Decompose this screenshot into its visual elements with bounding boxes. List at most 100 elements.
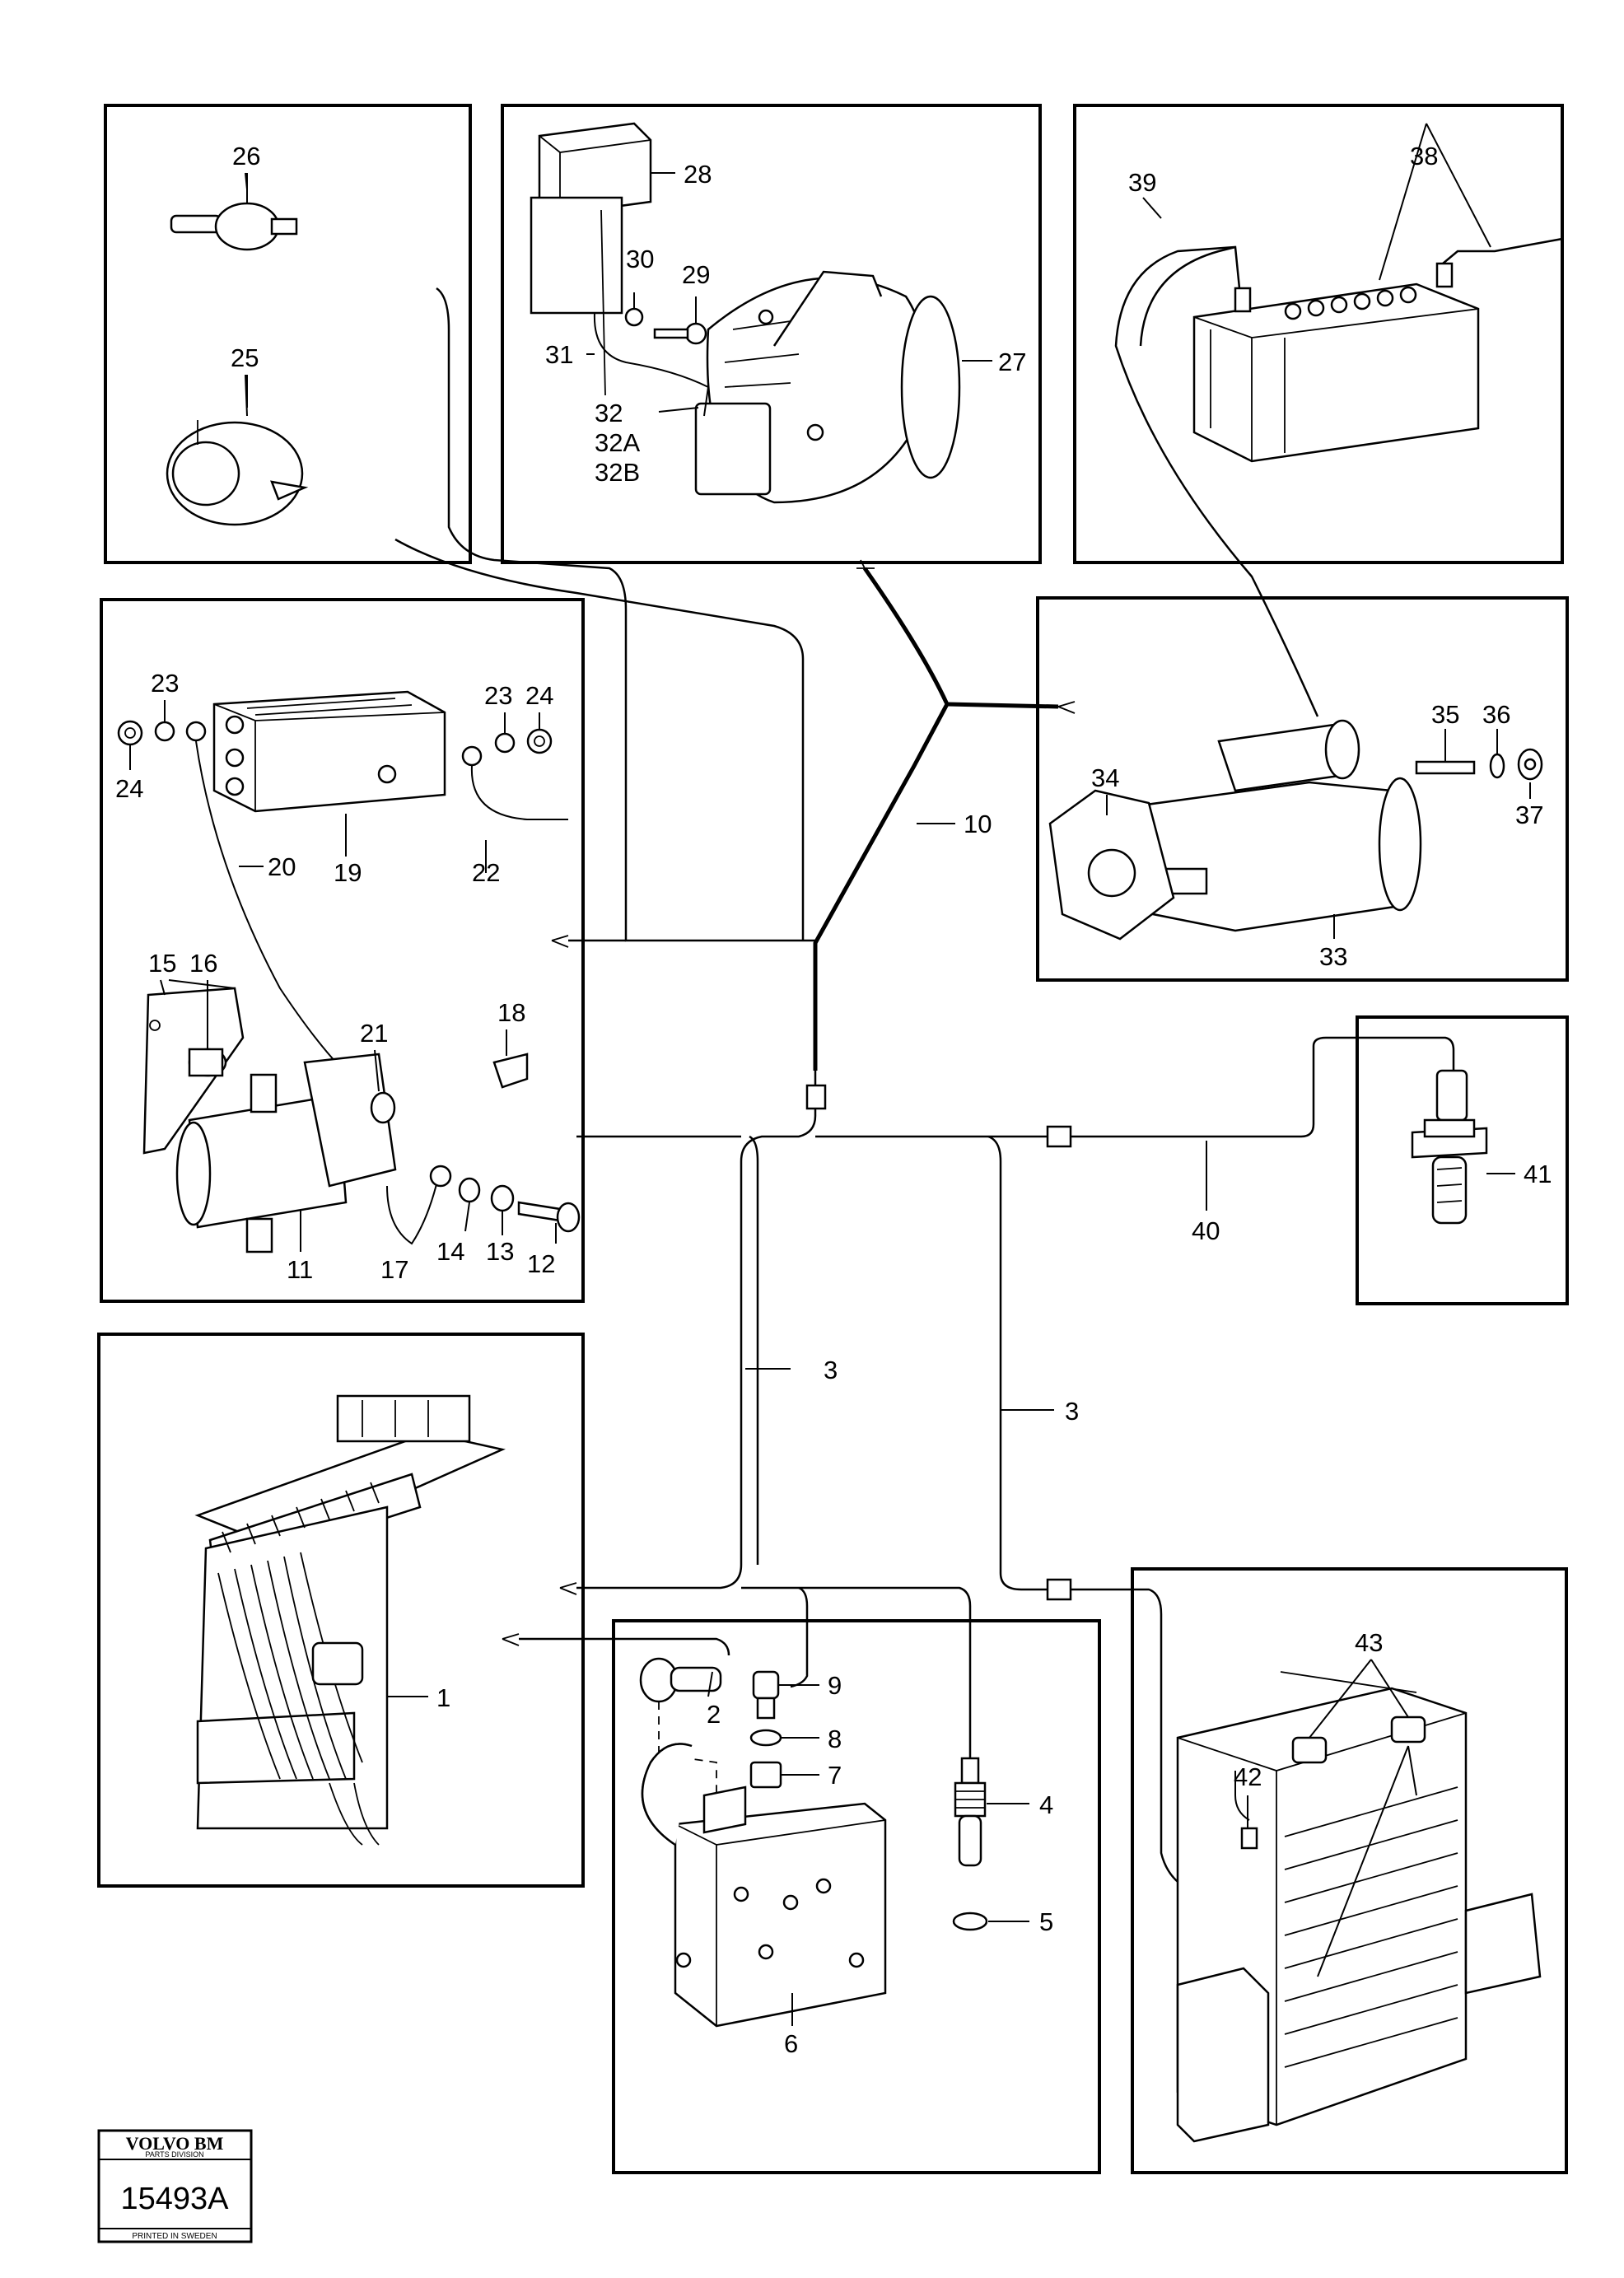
washer-5 <box>952 1912 988 1931</box>
callout-24: 24 <box>525 681 553 710</box>
washer-23-right <box>494 732 516 754</box>
callout-1: 1 <box>436 1683 450 1712</box>
stop-solenoid-2 <box>639 1657 722 1795</box>
callout-3: 3 <box>1065 1397 1079 1426</box>
callout-7: 7 <box>828 1761 842 1790</box>
frame-radiator <box>1131 1567 1568 2174</box>
regulator-28 <box>530 122 652 396</box>
callout-13: 13 <box>486 1237 514 1266</box>
callout-15: 15 <box>148 949 176 978</box>
frame-injection-pump <box>612 1619 1101 2174</box>
fuse-box-1 <box>194 1394 506 1846</box>
callout-5: 5 <box>1039 1907 1053 1936</box>
callout-16: 16 <box>189 949 217 978</box>
callout-10: 10 <box>964 810 992 838</box>
callout-25: 25 <box>231 343 259 372</box>
callout-36: 36 <box>1482 700 1510 729</box>
callout-22: 22 <box>472 858 500 887</box>
stamp-brand: VOLVO BM <box>126 2133 224 2154</box>
nut-37 <box>1517 748 1543 781</box>
cable-22 <box>470 765 568 820</box>
bolt-29 <box>653 322 707 345</box>
solenoid-11 <box>175 1053 397 1253</box>
callout-38: 38 <box>1410 142 1438 170</box>
callout-26: 26 <box>232 142 260 170</box>
callout-21: 21 <box>360 1019 388 1048</box>
volvo-bm-stamp: VOLVO BM PARTS DIVISION 15493A PRINTED I… <box>97 2129 253 2243</box>
horn-25 <box>166 420 309 526</box>
battery-cable-39 <box>1114 245 1319 717</box>
frame-temp-sender <box>1356 1015 1569 1305</box>
horn-button-26 <box>170 189 298 251</box>
cable-lug-22 <box>461 745 483 767</box>
callout-11: 11 <box>287 1255 313 1284</box>
cable-lug-20 <box>185 721 207 742</box>
cable-17 <box>386 1177 439 1245</box>
nut-24-left <box>117 720 143 746</box>
frame-horn <box>104 104 472 564</box>
callout-29: 29 <box>682 260 710 289</box>
connector <box>1046 1125 1072 1148</box>
alternator-27 <box>694 270 961 504</box>
work-light-43-right <box>1390 1716 1426 1744</box>
callout-32a: 32A <box>595 428 640 457</box>
stamp-printed: PRINTED IN SWEDEN <box>132 2232 217 2241</box>
injection-pump-6 <box>641 1743 887 2028</box>
callout-20: 20 <box>268 852 296 881</box>
callout-3: 3 <box>824 1356 838 1384</box>
frame-starter <box>1036 596 1569 982</box>
callout-8: 8 <box>828 1725 842 1753</box>
callout-33: 33 <box>1319 942 1347 971</box>
callout-12: 12 <box>527 1249 555 1278</box>
callout-42: 42 <box>1234 1762 1262 1791</box>
stamp-division: PARTS DIVISION <box>145 2150 203 2159</box>
callout-34: 34 <box>1091 763 1119 792</box>
callout-31: 31 <box>545 340 573 369</box>
callout-19: 19 <box>334 858 362 887</box>
terminal-cap-18 <box>492 1053 529 1089</box>
mounting-flange-34 <box>1048 789 1175 941</box>
callout-14: 14 <box>436 1237 464 1266</box>
lug-17 <box>429 1165 452 1188</box>
radiator-grille <box>1176 1671 1542 2143</box>
stamp-number: 15493A <box>120 2182 229 2216</box>
nut-7 <box>749 1761 782 1789</box>
washer-30 <box>624 307 644 327</box>
battery-38 <box>1192 262 1480 463</box>
nut-24-right <box>526 728 553 754</box>
stud-35 <box>1415 760 1476 775</box>
washer-36 <box>1489 753 1505 779</box>
callout-28: 28 <box>684 160 712 189</box>
callout-23: 23 <box>484 681 512 710</box>
callout-40: 40 <box>1192 1216 1220 1245</box>
wiring-harness <box>394 287 1455 1900</box>
callout-32: 32 <box>595 399 623 427</box>
glow-relay-19 <box>212 690 446 813</box>
washer-8 <box>749 1729 782 1747</box>
callout-labels: 1 2 3 3 4 5 6 7 8 9 10 11 12 13 14 15 16… <box>115 142 1552 2058</box>
callout-24: 24 <box>115 774 143 803</box>
callout-17: 17 <box>380 1255 408 1284</box>
callout-32b: 32B <box>595 458 640 487</box>
frame-battery <box>1073 104 1564 564</box>
connector-42 <box>1240 1827 1258 1850</box>
wire-31 <box>593 312 710 417</box>
connector <box>1046 1578 1072 1601</box>
callout-27: 27 <box>998 348 1026 376</box>
leader-lines <box>129 123 1531 2026</box>
work-light-43-left <box>1291 1736 1328 1764</box>
callout-41: 41 <box>1524 1160 1552 1188</box>
sensor-9 <box>752 1670 780 1720</box>
callout-35: 35 <box>1431 700 1459 729</box>
temperature-sender-41 <box>1411 1069 1488 1225</box>
washer-14 <box>458 1177 481 1203</box>
callout-2: 2 <box>707 1700 721 1729</box>
frame-fuse-box <box>97 1333 585 1888</box>
spacer-16 <box>188 1048 227 1077</box>
glow-plug-4 <box>954 1757 987 1867</box>
bolt-12 <box>517 1201 581 1233</box>
callout-9: 9 <box>828 1671 842 1700</box>
callout-39: 39 <box>1128 168 1156 197</box>
frame-relay <box>100 598 585 1303</box>
